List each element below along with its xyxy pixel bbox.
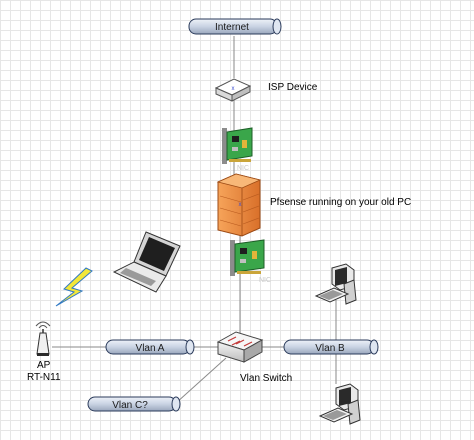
internet-pipe: Internet (188, 18, 282, 35)
internet-label: Internet (215, 22, 249, 33)
desktop-pc-top-icon (314, 263, 357, 305)
access-point-icon (35, 321, 51, 356)
vlan-b-label: Vlan B (315, 343, 345, 354)
vlan-switch-icon[interactable] (216, 331, 264, 363)
desktop-pc-bottom-icon (318, 383, 361, 425)
nic-top-label: NIC (237, 165, 249, 172)
wireless-signal-icon (55, 267, 93, 307)
vlan-a-label: Vlan A (136, 343, 165, 354)
ap-model-label: RT-N11 (27, 372, 61, 383)
nic-bottom-label: NIC (259, 277, 271, 284)
vlan-c-label: Vlan C? (112, 400, 148, 411)
line-switch-vlan-c (175, 357, 227, 404)
isp-device-icon: x (214, 78, 252, 102)
laptop-icon (112, 231, 181, 293)
pfsense-label: Pfsense running on your old PC (270, 197, 412, 208)
vlan-c-pipe[interactable]: Vlan C? (87, 396, 181, 412)
svg-text:x: x (239, 202, 242, 208)
isp-device-label: ISP Device (268, 82, 318, 93)
firewall-icon: x (216, 173, 262, 237)
nic-card-top-icon: NIC (222, 127, 253, 172)
ap-label: AP (37, 360, 51, 371)
vlan-a-pipe[interactable]: Vlan A (105, 339, 195, 355)
svg-text:x: x (232, 86, 235, 92)
vlan-switch-label: Vlan Switch (240, 373, 293, 384)
vlan-b-pipe[interactable]: Vlan B (283, 339, 379, 355)
nic-card-bottom-icon: NIC (230, 239, 271, 284)
